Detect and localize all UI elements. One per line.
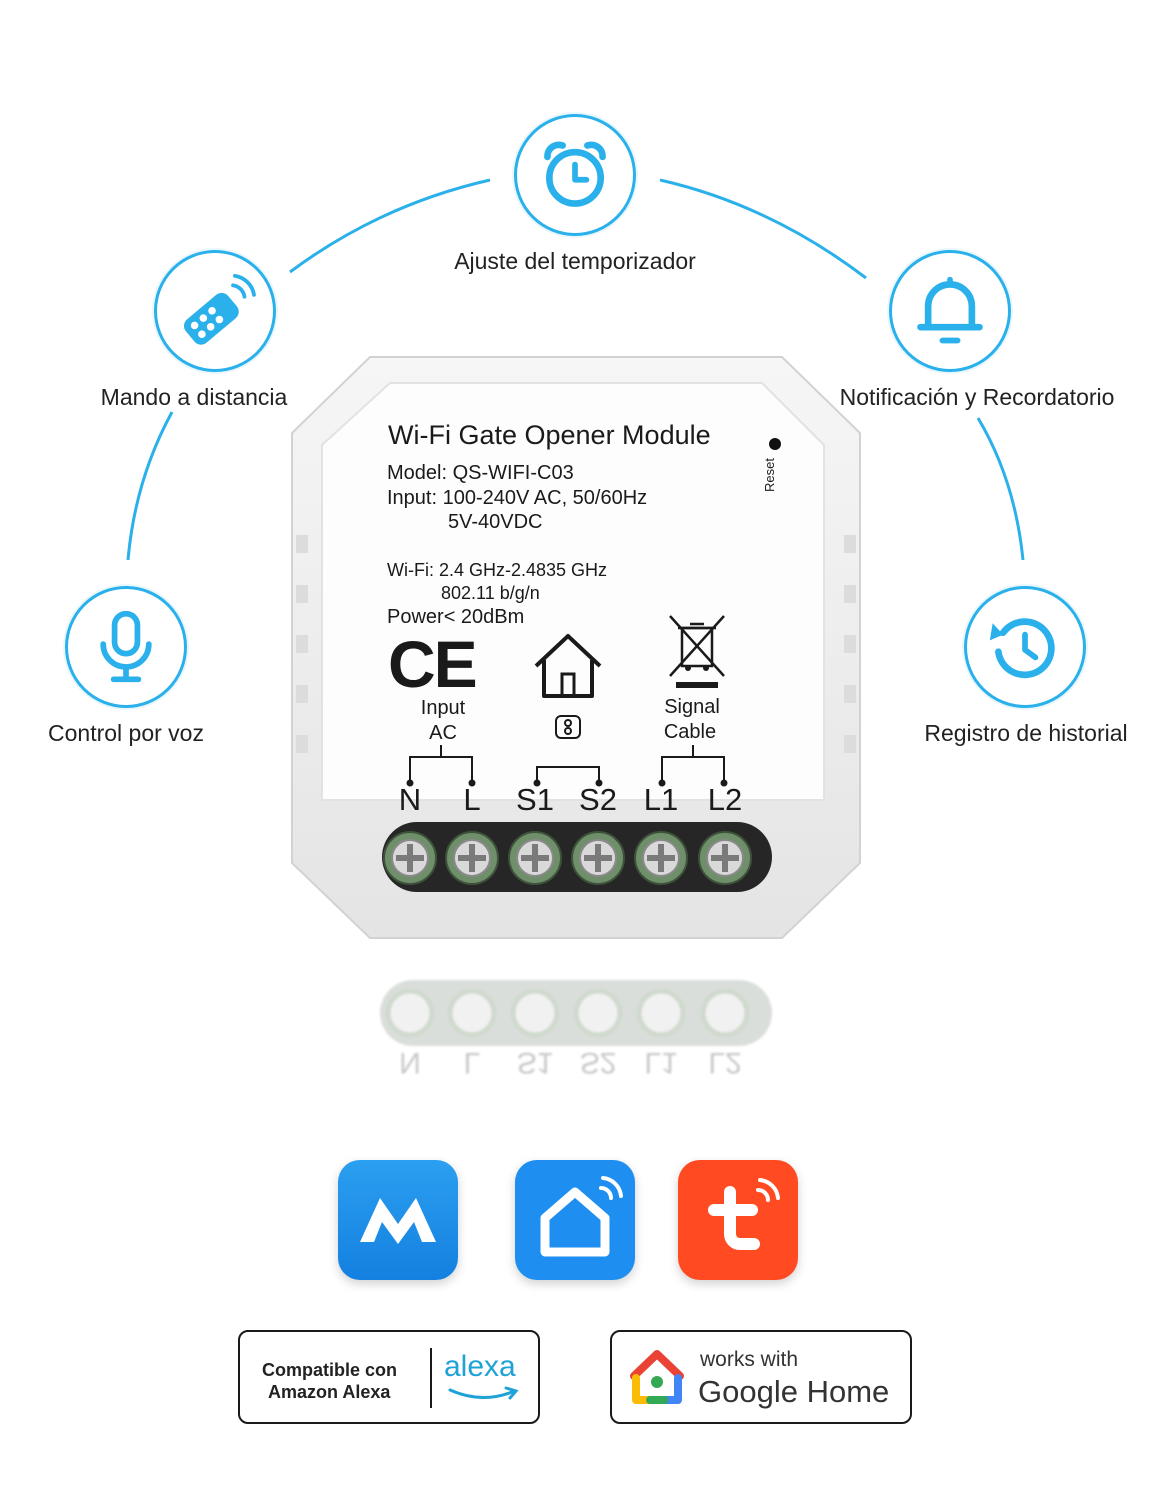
alexa-logo-text: alexa [444, 1350, 516, 1383]
terminal-screws [383, 831, 752, 885]
app-icon-m[interactable] [338, 1160, 458, 1280]
voice-feature-label: Control por voz [48, 720, 204, 746]
input-ac-label-line1: Input [420, 697, 466, 719]
terminal-label-l1: L1 [643, 782, 679, 817]
terminal-screw-l2[interactable] [698, 831, 752, 885]
ce-mark: CE [388, 627, 478, 701]
remote-control-icon [183, 273, 256, 345]
alexa-badge-line1: Compatible con [262, 1360, 398, 1380]
voice-feature-circle [65, 586, 187, 708]
reflection-screw-n [385, 988, 435, 1038]
notification-feature-circle [889, 250, 1011, 372]
reflection-label-l2: L2 [708, 1046, 741, 1079]
terminal-screw-n[interactable] [383, 831, 437, 885]
device-input-line2: 5V-40VDC [448, 511, 543, 533]
alexa-smile-icon [448, 1386, 519, 1400]
reflection-screw-l1 [636, 988, 686, 1038]
reset-button[interactable] [769, 438, 781, 450]
module-housing [291, 356, 861, 939]
signal-label-line1: Signal [664, 696, 720, 718]
device-input-line1: Input: 100-240V AC, 50/60Hz [387, 487, 648, 509]
tuya-logo-icon [708, 1178, 780, 1250]
reflection-screw-s1 [510, 988, 560, 1038]
weee-bin-icon [669, 615, 725, 688]
alexa-badge-line2: Amazon Alexa [268, 1382, 391, 1402]
smart-home-icon [540, 1176, 623, 1257]
reset-label: Reset [762, 458, 777, 492]
reflection-label-n: N [399, 1046, 421, 1079]
timer-feature-circle [514, 114, 636, 236]
terminal-label-l2: L2 [707, 782, 743, 817]
terminal-label-l: L [463, 782, 481, 817]
alarm-clock-icon [544, 141, 606, 207]
timer-feature-label: Ajuste del temporizador [454, 248, 696, 274]
remote-feature-circle [154, 250, 276, 372]
device-reflection: N L S1 S2 L1 L2 [378, 978, 774, 1083]
reflection-label-s1: S1 [517, 1046, 554, 1079]
terminal-screw-l1[interactable] [634, 831, 688, 885]
reflection-screw-l2 [700, 988, 750, 1038]
history-feature-label: Registro de historial [924, 720, 1128, 746]
reflection-label-l: L [464, 1046, 481, 1079]
device-power: Power< 20dBm [387, 606, 525, 628]
reflection-label-s2: S2 [580, 1046, 617, 1079]
alexa-badge-divider [430, 1348, 432, 1408]
device-title: Wi-Fi Gate Opener Module [388, 420, 711, 450]
house-icon [534, 634, 602, 698]
google-home-badge: works with Google Home [610, 1330, 912, 1424]
signal-label-line2: Cable [663, 721, 717, 743]
reflection-screw-l [447, 988, 497, 1038]
device-wifi-line2: 802.11 b/g/n [441, 583, 540, 603]
microphone-icon [100, 610, 152, 683]
terminal-wiring [406, 745, 728, 787]
app-icon-smart-life[interactable] [515, 1160, 635, 1280]
google-badge-line1: works with [700, 1348, 799, 1371]
feature-arcs [126, 178, 1025, 561]
terminal-screw-s2[interactable] [571, 831, 625, 885]
history-feature-circle [964, 586, 1086, 708]
terminal-label-s2: S2 [579, 782, 617, 817]
device-model: Model: QS-WIFI-C03 [387, 462, 574, 484]
google-badge-line2: Google Home [698, 1374, 890, 1409]
input-ac-label-line2: AC [429, 722, 457, 744]
app-icon-tuya[interactable] [678, 1160, 798, 1280]
terminal-screw-l[interactable] [445, 831, 499, 885]
terminal-screw-s1[interactable] [508, 831, 562, 885]
reflection-label-l1: L1 [644, 1046, 677, 1079]
terminal-label-s1: S1 [516, 782, 554, 817]
contact-switch-icon [555, 715, 581, 739]
terminal-label-n: N [398, 782, 422, 817]
alexa-compatible-badge: Compatible con Amazon Alexa alexa [238, 1330, 540, 1424]
reflection-screw-s2 [573, 988, 623, 1038]
google-home-logo-icon [630, 1350, 684, 1404]
notification-feature-label: Notificación y Recordatorio [839, 384, 1115, 410]
bell-icon [917, 276, 983, 344]
remote-feature-label: Mando a distancia [100, 384, 288, 410]
device-wifi-line1: Wi-Fi: 2.4 GHz-2.4835 GHz [387, 560, 608, 580]
m-app-logo-icon [360, 1198, 436, 1244]
history-icon [989, 618, 1055, 679]
